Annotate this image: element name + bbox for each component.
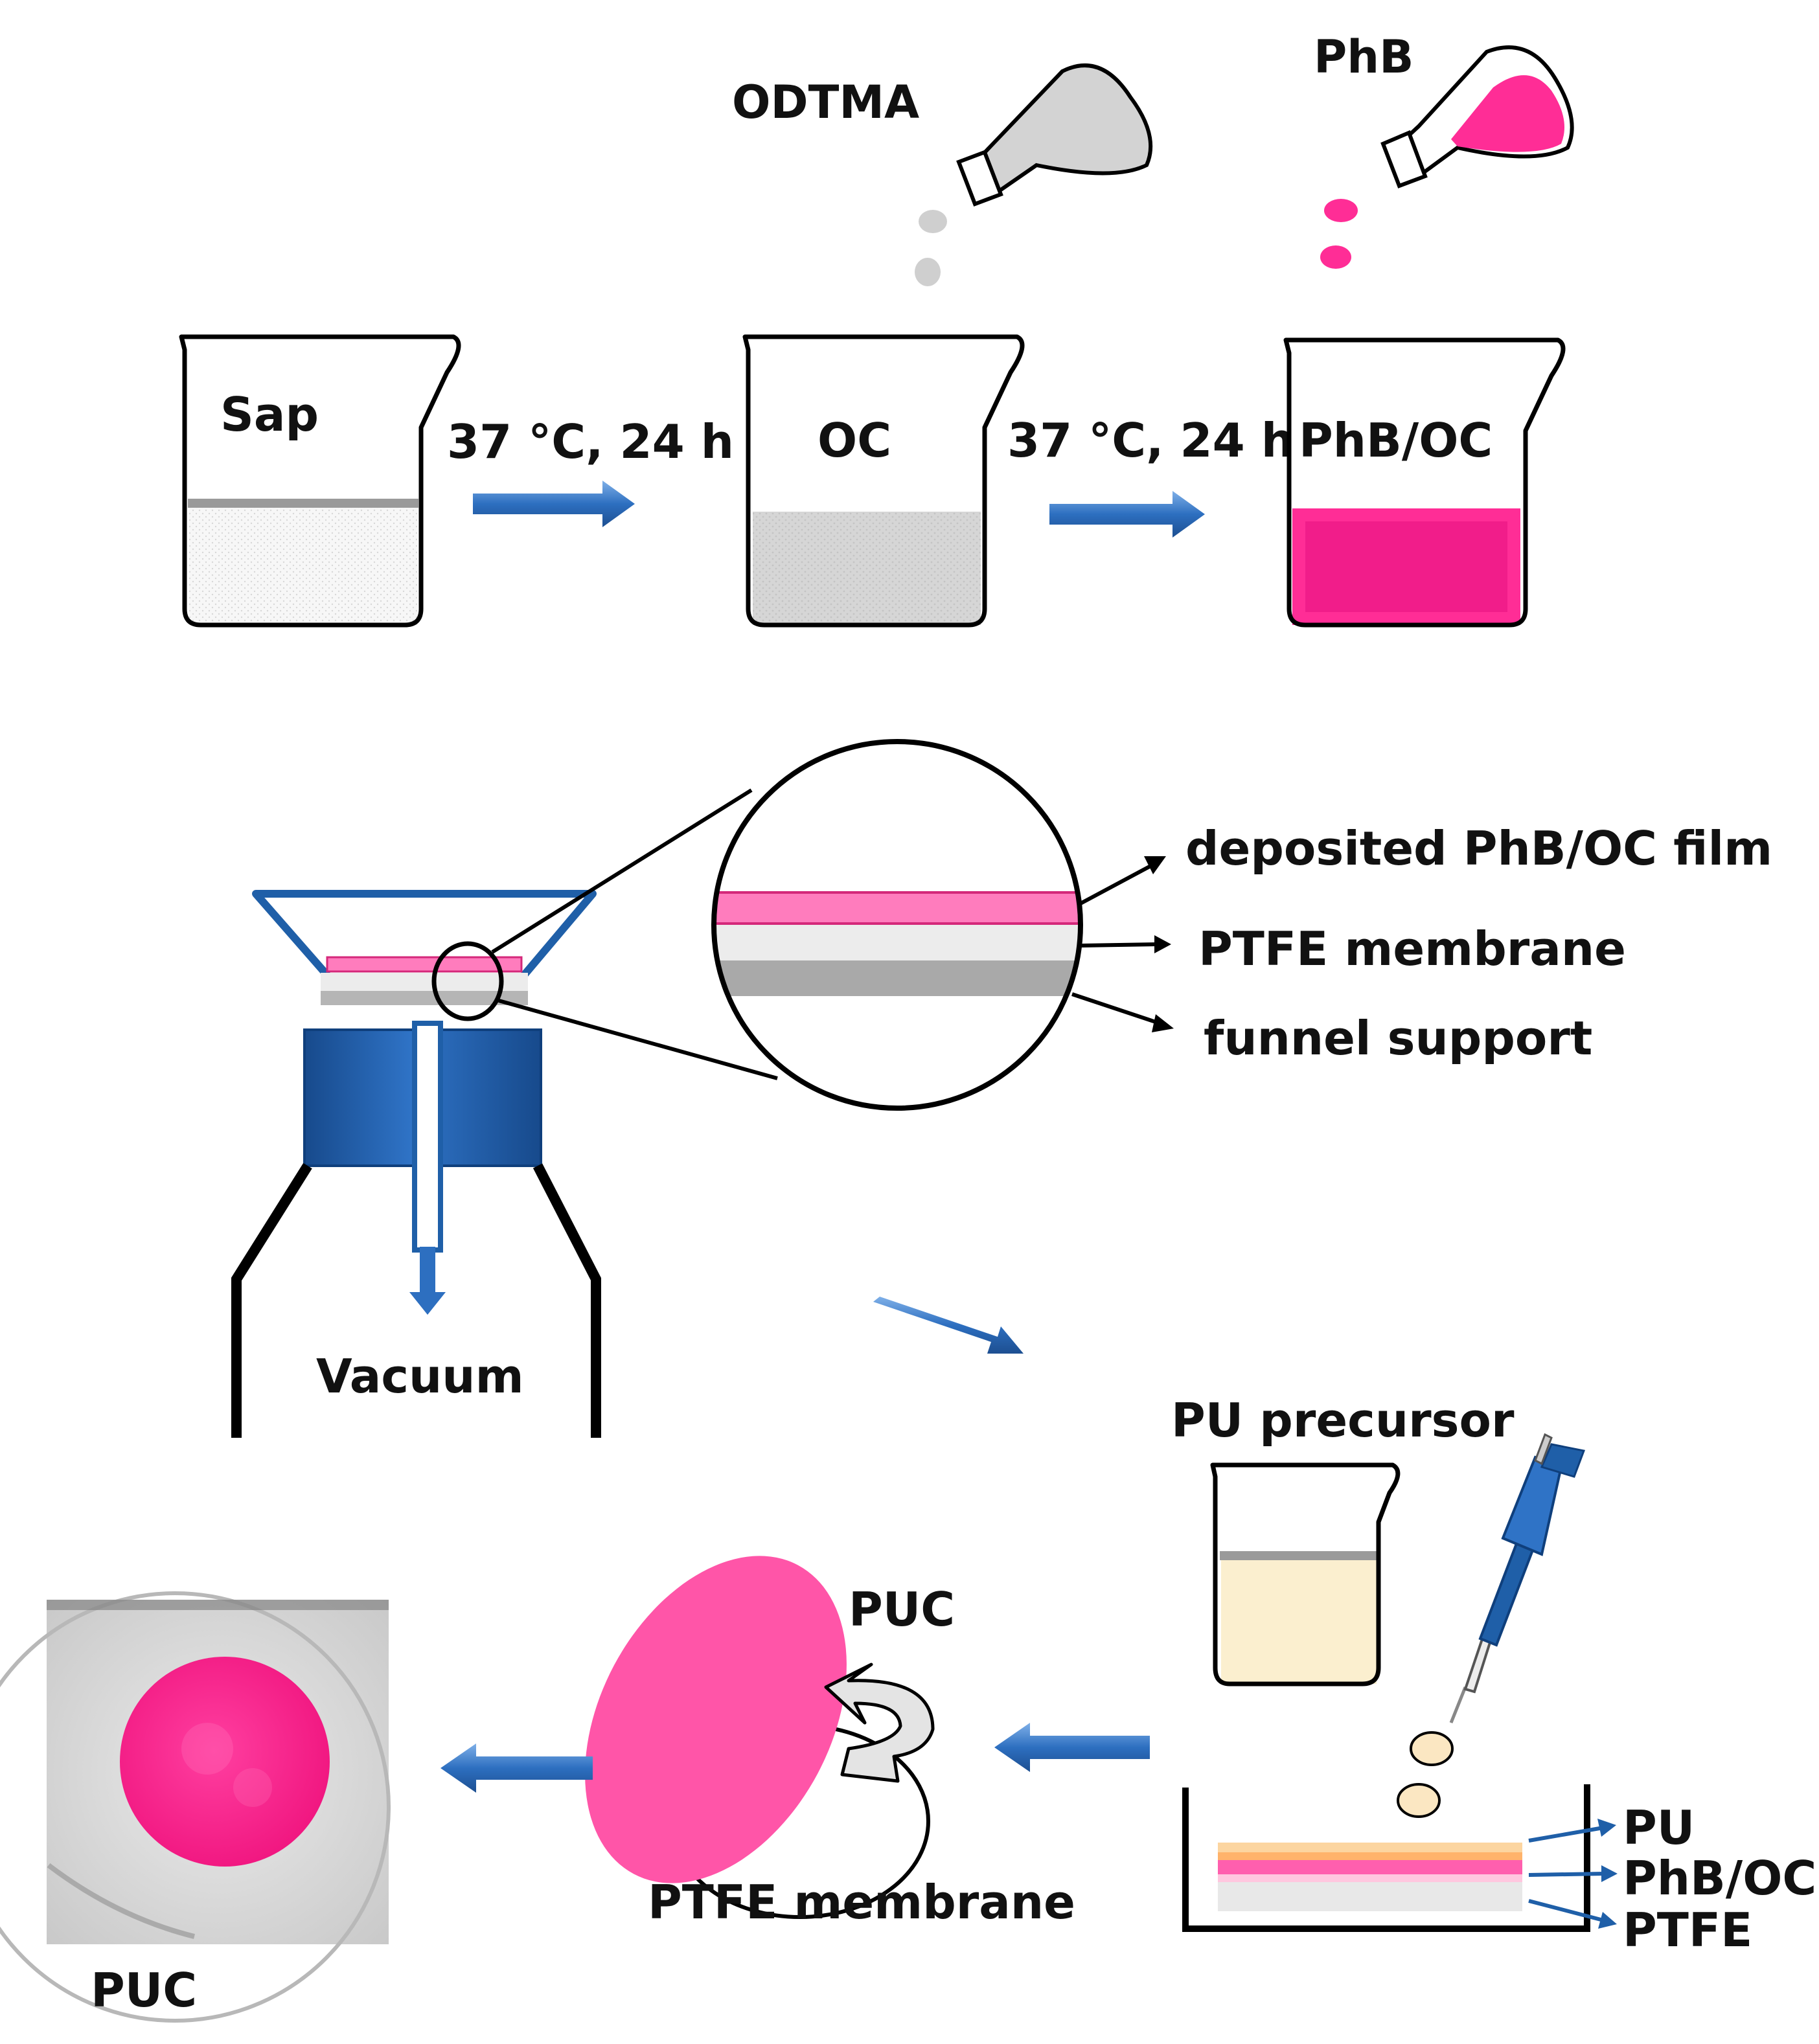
arrow-icon	[1528, 1819, 1616, 1843]
arrow-icon	[1080, 935, 1171, 953]
condition-label-1: 37 °C, 24 h	[447, 414, 734, 469]
puc-peeled-disc	[585, 1556, 847, 1883]
layer-ptfe-label: PTFE	[1623, 1903, 1752, 1957]
ptfe-membrane-zoom-label: PTFE membrane	[1198, 922, 1626, 976]
pu-drop	[1410, 1731, 1454, 1766]
arrow-icon	[440, 1743, 593, 1793]
layered-film-tray	[1182, 1784, 1590, 1932]
oc-label: OC	[818, 413, 891, 468]
phb-drop	[1324, 199, 1358, 222]
odtma-drop	[919, 210, 947, 233]
petri-dish-photo	[0, 1591, 391, 2023]
layer-phb-oc-label: PhB/OC	[1623, 1851, 1816, 1905]
arrow-icon	[1071, 992, 1174, 1032]
deposited-film-label: deposited PhB/OC film	[1185, 821, 1772, 876]
rotation-arrow-icon	[824, 1663, 935, 1783]
sap-label: Sap	[220, 387, 319, 442]
arrow-icon	[994, 1723, 1150, 1772]
pu-precursor-beaker-icon	[1210, 1462, 1401, 1686]
oc-beaker-icon	[742, 334, 1025, 628]
pu-drop	[1397, 1783, 1441, 1818]
puc-photo-label: PUC	[91, 1963, 197, 2017]
zoom-source-ellipse	[431, 941, 504, 1021]
zoom-line	[498, 999, 778, 1080]
pu-precursor-label: PU precursor	[1171, 1393, 1515, 1448]
funnel-icon	[231, 890, 601, 1438]
phb-oc-beaker-icon	[1283, 337, 1566, 628]
vacuum-label: Vacuum	[316, 1349, 524, 1403]
arrow-icon	[1079, 856, 1166, 905]
arrow-icon	[1049, 491, 1205, 538]
odtma-label: ODTMA	[732, 76, 919, 129]
puc-peel-label: PUC	[849, 1582, 955, 1637]
phb-label: PhB	[1314, 30, 1414, 84]
odtma-drop	[915, 258, 941, 286]
funnel-support-label: funnel support	[1204, 1011, 1592, 1065]
pipette-icon	[1449, 1433, 1586, 1723]
ptfe-membrane-peel-label: PTFE membrane	[648, 1875, 1075, 1929]
arrow-icon	[1528, 1899, 1617, 1929]
phb-drop	[1320, 245, 1351, 269]
arrow-icon	[873, 1297, 1024, 1354]
condition-label-2: 37 °C, 24 h	[1007, 413, 1294, 468]
phb-oc-label: PhB/OC	[1299, 413, 1493, 468]
odtma-flask-icon	[956, 63, 1153, 207]
arrow-icon	[1528, 1865, 1618, 1882]
layer-pu-label: PU	[1623, 1800, 1695, 1855]
sap-beaker-icon	[179, 334, 461, 628]
arrow-icon	[473, 481, 635, 527]
phb-flask-icon	[1380, 45, 1574, 188]
zoom-line	[491, 788, 753, 954]
zoom-circle	[711, 739, 1083, 1111]
